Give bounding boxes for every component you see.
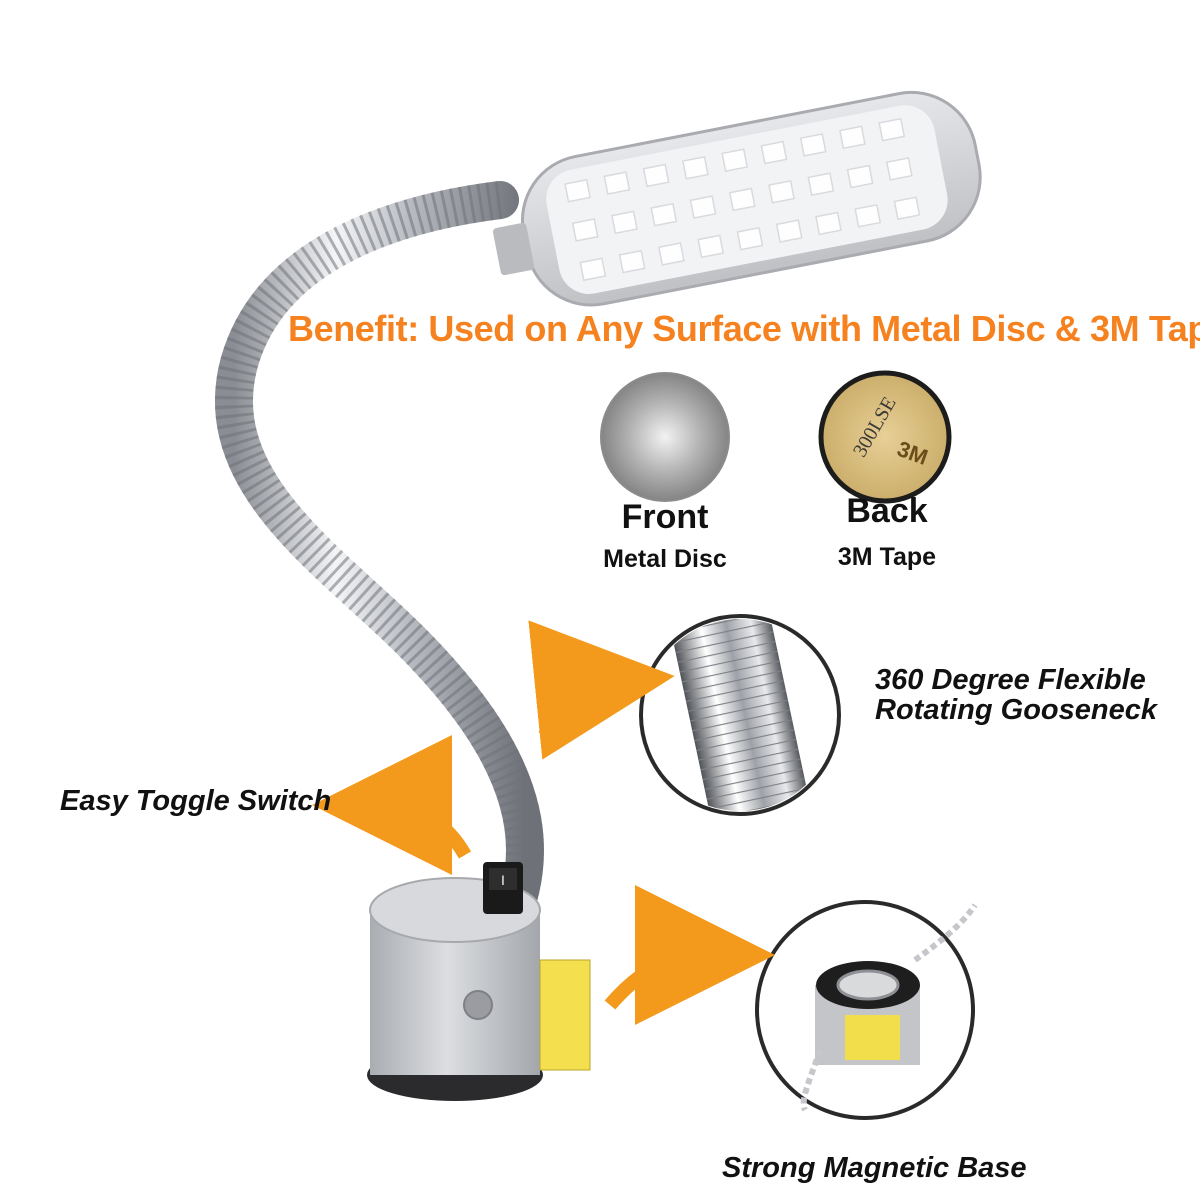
magnetic-callout: Strong Magnetic Base: [722, 1152, 1027, 1184]
front-disc-label: Front Metal Disc: [565, 498, 765, 574]
disc-subtitle: 3M Tape: [837, 543, 937, 571]
arrow-to-magnetic: [604, 885, 775, 1026]
disc-title: Back: [846, 492, 928, 530]
benefit-headline: Benefit: Used on Any Surface with Metal …: [288, 308, 1200, 349]
toggle-callout: Easy Toggle Switch: [60, 785, 332, 817]
disc-subtitle: Metal Disc: [603, 545, 727, 573]
gooseneck-callout-line2: Rotating Gooseneck: [875, 694, 1157, 726]
toggle-switch-illustration: [483, 862, 523, 914]
svg-text:I: I: [501, 872, 505, 888]
arrow-to-gooseneck: [528, 620, 675, 760]
gooseneck-callout: 360 Degree Flexible Rotating Gooseneck: [875, 665, 1157, 725]
disc-title: Front: [621, 498, 709, 536]
gooseneck-callout-line1: 360 Degree Flexible: [875, 664, 1146, 696]
arrow-to-toggle: [312, 735, 472, 876]
back-disc-label: Back 3M Tape: [787, 492, 987, 572]
